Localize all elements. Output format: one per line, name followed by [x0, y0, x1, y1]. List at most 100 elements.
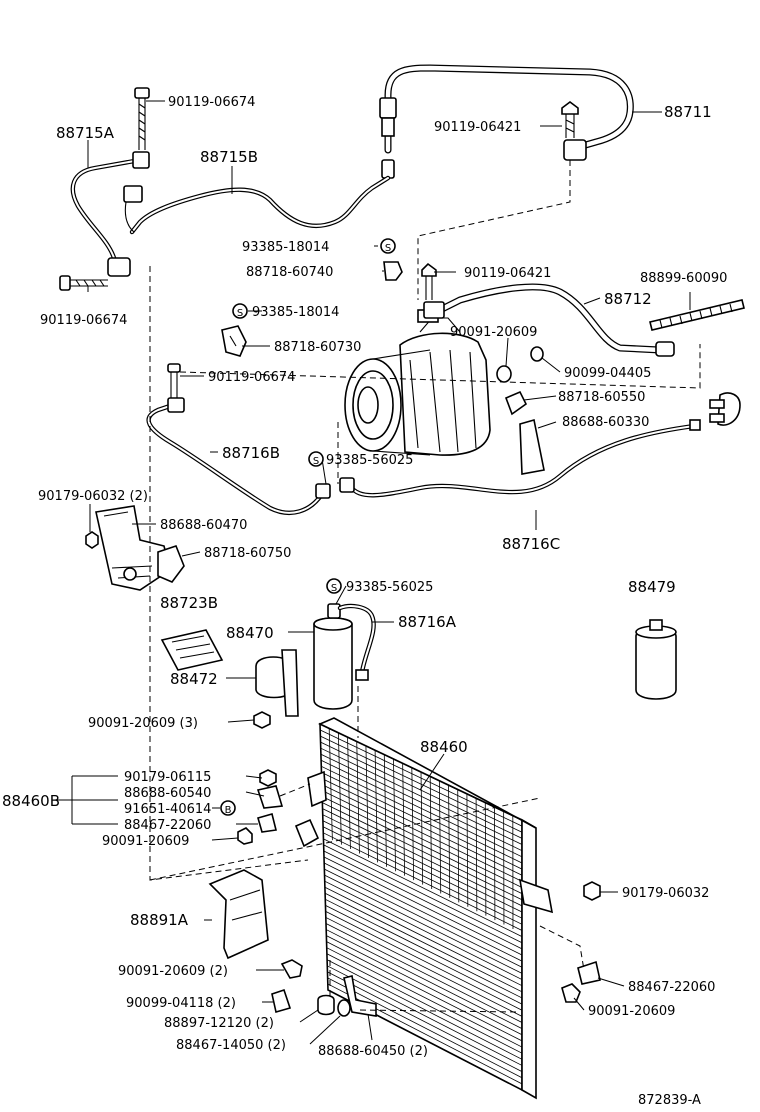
condenser-tube: [327, 971, 523, 1072]
condenser-tube: [323, 856, 523, 956]
cushion-88467-14050: [337, 999, 351, 1017]
label-bolt-20609-c: 90091-20609: [588, 1004, 675, 1019]
diagram-id: 872839-A: [638, 1093, 701, 1108]
condenser-fin: [365, 745, 369, 858]
condenser-tube: [325, 917, 523, 1017]
label-bolt-04405: 90099-04405: [564, 366, 651, 381]
bolt-left-horizontal: [59, 275, 108, 291]
condenser-tube: [325, 898, 523, 999]
fitting-right: [709, 392, 741, 426]
label-bracket-60470: 88688-60470: [160, 518, 247, 533]
label-oring-56025-b: 93385-56025: [346, 580, 433, 595]
label-bolt-mid-right: 90119-06421: [464, 266, 551, 281]
svg-text:B: B: [225, 805, 232, 816]
nut-90179-06032-right: [583, 881, 601, 901]
label-pipe-88715A: 88715A: [56, 124, 115, 142]
label-cushion-22060-b: 88467-22060: [628, 980, 715, 995]
cushion-88467-22060-b: [577, 960, 601, 985]
label-88723B: [160, 629, 224, 671]
label-clamp-60730: 88718-60730: [274, 340, 361, 355]
label-clamp-60740: 88718-60740: [246, 265, 333, 280]
condenser-tube: [326, 935, 523, 1036]
condenser-fin: [383, 754, 387, 867]
label-collar-12120-2: 88897-12120 (2): [164, 1016, 274, 1031]
condenser-tube: [325, 923, 523, 1023]
pipe-88715B: [123, 175, 391, 235]
label-set-88460B: 88460B: [2, 792, 60, 810]
seal-88891A: [208, 869, 269, 960]
bolt-90091-20609-b: [237, 827, 253, 845]
condenser-tube: [326, 953, 523, 1054]
hose-88711: [379, 64, 634, 179]
rod-88899-60090: [649, 299, 745, 331]
label-bolt-20609-a: 90091-20609: [450, 325, 537, 340]
label-pipe-88715B: 88715B: [200, 148, 258, 166]
label-bolt-mid-left: 90119-06674: [208, 370, 295, 385]
condenser-tube: [325, 911, 523, 1011]
condenser-tube: [323, 838, 523, 937]
label-oring-1: 93385-18014: [242, 240, 329, 255]
condenser-fin: [356, 741, 360, 854]
nut-90179-06032-left: [85, 531, 99, 549]
nut-90179-06115: [259, 769, 277, 787]
label-screw-04118-2: 90099-04118 (2): [126, 996, 236, 1011]
bracket-88472: [255, 649, 299, 717]
condenser-fin: [374, 750, 378, 863]
condenser-fin: [402, 763, 406, 876]
bolt-90091-20609-c: [561, 983, 581, 1003]
bolt-mid-left: [167, 363, 181, 398]
bracket-88688-60470: [95, 505, 171, 591]
hose-88712: [423, 283, 675, 357]
s-marker: S: [326, 578, 342, 594]
condenser-tube: [324, 862, 523, 962]
condenser-fin: [337, 732, 342, 845]
label-nut-06032-2: 90179-06032 (2): [38, 489, 148, 504]
pipe-88715A: [70, 151, 150, 277]
svg-text:S: S: [385, 243, 391, 254]
condenser-fin: [393, 758, 396, 872]
condenser-tube: [326, 941, 523, 1042]
label-hose-88712: 88712: [604, 290, 652, 308]
condenser-tube: [323, 844, 523, 944]
bolt-mid-right: [421, 262, 437, 300]
condenser-fin: [484, 802, 487, 916]
label-bolt-left-horizontal: 90119-06674: [40, 313, 127, 328]
clamp-88718-60730: [221, 325, 247, 357]
label-oil-can-88479: 88479: [628, 578, 676, 596]
label-seal-88891A: 88891A: [130, 911, 189, 929]
collar-88897-12120: [317, 994, 335, 1016]
label-oring-56025-a: 93385-56025: [326, 453, 413, 468]
label-pipe-88716A: 88716A: [398, 613, 457, 631]
block-condenser-left: [294, 818, 320, 848]
label-rod-60090: 88899-60090: [640, 271, 727, 286]
condenser-tube: [326, 929, 523, 1029]
label-cushion-22060-a: 88467-22060: [124, 818, 211, 833]
leader-lines: [56, 100, 691, 1045]
s-marker: S: [380, 238, 396, 254]
condenser-tube: [325, 905, 523, 1005]
b-marker: B: [220, 800, 236, 816]
condenser-88460: [307, 717, 554, 1100]
condenser-tube: [324, 880, 523, 980]
bolt-90091-20609-a: [496, 365, 512, 383]
label-receiver-88470: 88470: [226, 624, 274, 642]
label-88723B: 88723B: [160, 594, 218, 612]
label-bolt-20609-b: 90091-20609: [102, 834, 189, 849]
label-clamp-60550: 88718-60550: [558, 390, 645, 405]
compressor: [344, 309, 491, 456]
svg-text:S: S: [237, 308, 243, 319]
label-hose-88711: 88711: [664, 103, 712, 121]
bolt-90091-20609-2: [280, 959, 303, 979]
condenser-fin: [328, 728, 333, 841]
label-bracket-88472: 88472: [170, 670, 218, 688]
condenser-fin: [420, 771, 424, 885]
label-bolt-20609-3: 90091-20609 (3): [88, 716, 198, 731]
bolt-90099-04405: [530, 346, 544, 362]
condenser-fin: [347, 737, 351, 850]
clamp-88718-60740: [383, 261, 403, 281]
oil-can-88479: [635, 619, 677, 700]
bolts-90091-20609-3: [253, 711, 271, 729]
label-cushion-14050-2: 88467-14050 (2): [176, 1038, 286, 1053]
label-pipe-88716C: 88716C: [502, 535, 560, 553]
